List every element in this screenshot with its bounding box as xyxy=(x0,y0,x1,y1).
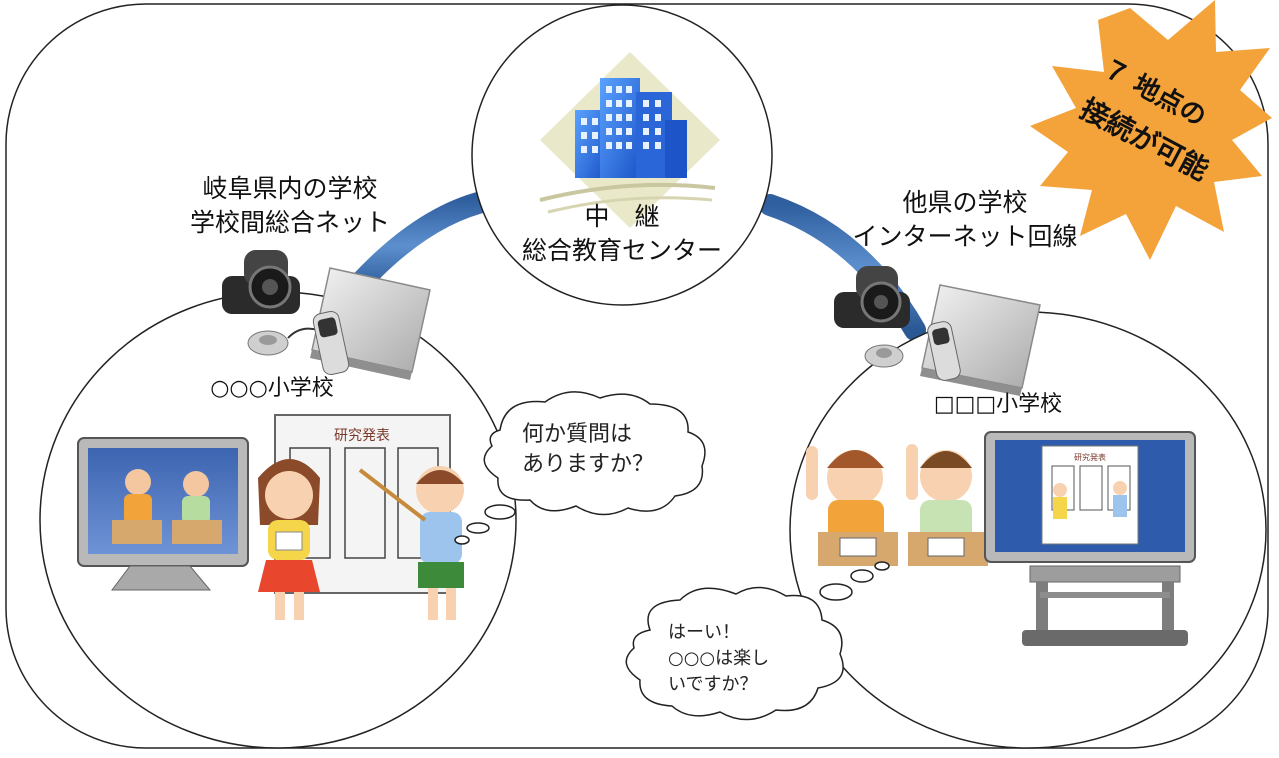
left-bubble-line2: ありますか？ xyxy=(522,452,655,477)
right-poster-title: 研究発表 xyxy=(1074,452,1106,462)
right-raising-hand-boy-icon xyxy=(806,446,898,566)
right-bubble-text: はーい！ ○○○は楽し いですか？ xyxy=(668,620,769,698)
left-microphone-icon xyxy=(247,327,319,356)
left-boy-presenter-icon xyxy=(358,466,464,620)
left-network-link xyxy=(341,189,501,303)
left-videoconference-camera-icon xyxy=(222,250,300,314)
starburst-badge xyxy=(1030,0,1272,260)
left-network-label: 岐阜県内の学校 学校間総合ネット xyxy=(180,172,400,240)
left-poster-title: 研究発表 xyxy=(334,428,390,444)
right-videoconference-camera-icon xyxy=(834,266,910,328)
right-network-label: 他県の学校 インターネット回線 xyxy=(845,186,1085,254)
right-network-line1: 他県の学校 xyxy=(902,188,1028,217)
right-microphone-icon xyxy=(864,344,904,368)
center-label: 中 継 総合教育センター xyxy=(518,200,726,268)
left-bubble-line1: 何か質問は xyxy=(522,422,633,447)
right-bubble-line1: はーい！ xyxy=(668,622,740,643)
right-network-line2: インターネット回線 xyxy=(852,222,1078,251)
left-bubble-text: 何か質問は ありますか？ xyxy=(522,420,654,480)
left-network-line2: 学校間総合ネット xyxy=(189,208,390,237)
center-label-line2: 総合教育センター xyxy=(521,236,722,265)
left-remote-icon xyxy=(312,310,350,376)
right-speech-bubble xyxy=(625,561,890,721)
right-raising-hand-girl-icon xyxy=(906,444,988,566)
left-speech-bubble xyxy=(454,391,706,545)
right-bubble-line3: いですか？ xyxy=(668,674,758,695)
building-icon xyxy=(539,52,720,228)
right-school-name: □□□小学校 xyxy=(933,392,1063,417)
left-school-name: ○○○小学校 xyxy=(210,376,334,401)
right-bubble-line2: ○○○は楽し xyxy=(668,648,770,669)
right-remote-icon xyxy=(927,321,961,381)
left-tv-icon xyxy=(77,437,249,591)
left-network-line1: 岐阜県内の学校 xyxy=(202,174,378,203)
right-tv-icon xyxy=(984,431,1196,646)
left-girl-presenter-icon xyxy=(258,459,320,620)
center-label-line1: 中 継 xyxy=(584,202,660,231)
